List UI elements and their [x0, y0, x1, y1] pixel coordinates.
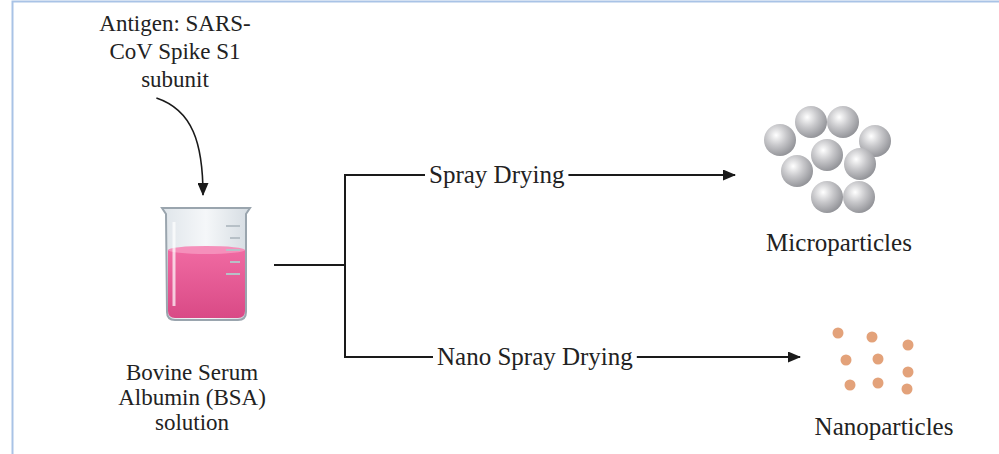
nanoparticles-illustration: [833, 328, 914, 395]
antigen-label-node: Antigen: SARS-CoV Spike S1 subunit: [82, 6, 268, 98]
microparticles-illustration: [764, 106, 891, 213]
node-text: Antigen: SARS-CoV Spike S1 subunit: [86, 10, 264, 94]
flow-arrow: [568, 174, 735, 176]
product-node: Nanoparticles: [800, 320, 968, 446]
node-text: Nano Spray Drying: [437, 342, 633, 372]
node-text: Bovine Serum Albumin (BSA) solution: [114, 360, 270, 435]
process-step: Nano Spray Drying: [433, 340, 637, 374]
beaker-illustration: [162, 208, 250, 320]
node-text: Microparticles: [739, 228, 939, 258]
node-text: Spray Drying: [429, 160, 564, 190]
process-step: Spray Drying: [425, 158, 568, 192]
branch-line: [274, 175, 425, 265]
node-text: Nanoparticles: [804, 412, 964, 442]
bsa-solution-node: Bovine Serum Albumin (BSA) solution: [110, 195, 274, 439]
branch-line: [274, 265, 433, 357]
frame-border: [13, 2, 999, 454]
flow-arrow: [156, 98, 203, 195]
product-node: Microparticles: [735, 100, 943, 262]
flow-arrow: [637, 356, 800, 358]
